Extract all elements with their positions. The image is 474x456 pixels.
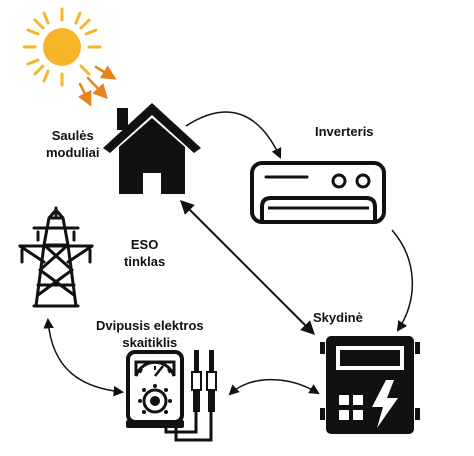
label-inverter-text: Inverteris [315,124,374,139]
label-grid: ESO tinklas [124,236,165,270]
label-solar-line1: Saulės [51,128,94,143]
sun-rays-arrows [77,65,117,107]
meter-icon [126,350,217,442]
sun-icon [22,7,102,87]
label-inverter: Inverteris [315,123,374,140]
label-panel-text: Skydinė [313,310,363,325]
electrical-panel-icon [320,336,420,434]
label-grid-line2: tinklas [124,254,166,269]
label-solar-modules: Saulės moduliai [46,127,99,161]
house-icon [103,103,201,194]
label-solar-line2: moduliai [46,145,100,160]
connector-arrows [43,111,414,397]
inverter-icon [250,161,386,224]
label-meter: Dvipusis elektros skaitiklis [96,317,204,351]
label-meter-line2: skaitiklis [122,335,178,350]
label-panel: Skydinė [313,309,363,326]
label-grid-line1: ESO [130,237,159,252]
power-tower-icon [18,206,94,308]
label-meter-line1: Dvipusis elektros [96,318,204,333]
